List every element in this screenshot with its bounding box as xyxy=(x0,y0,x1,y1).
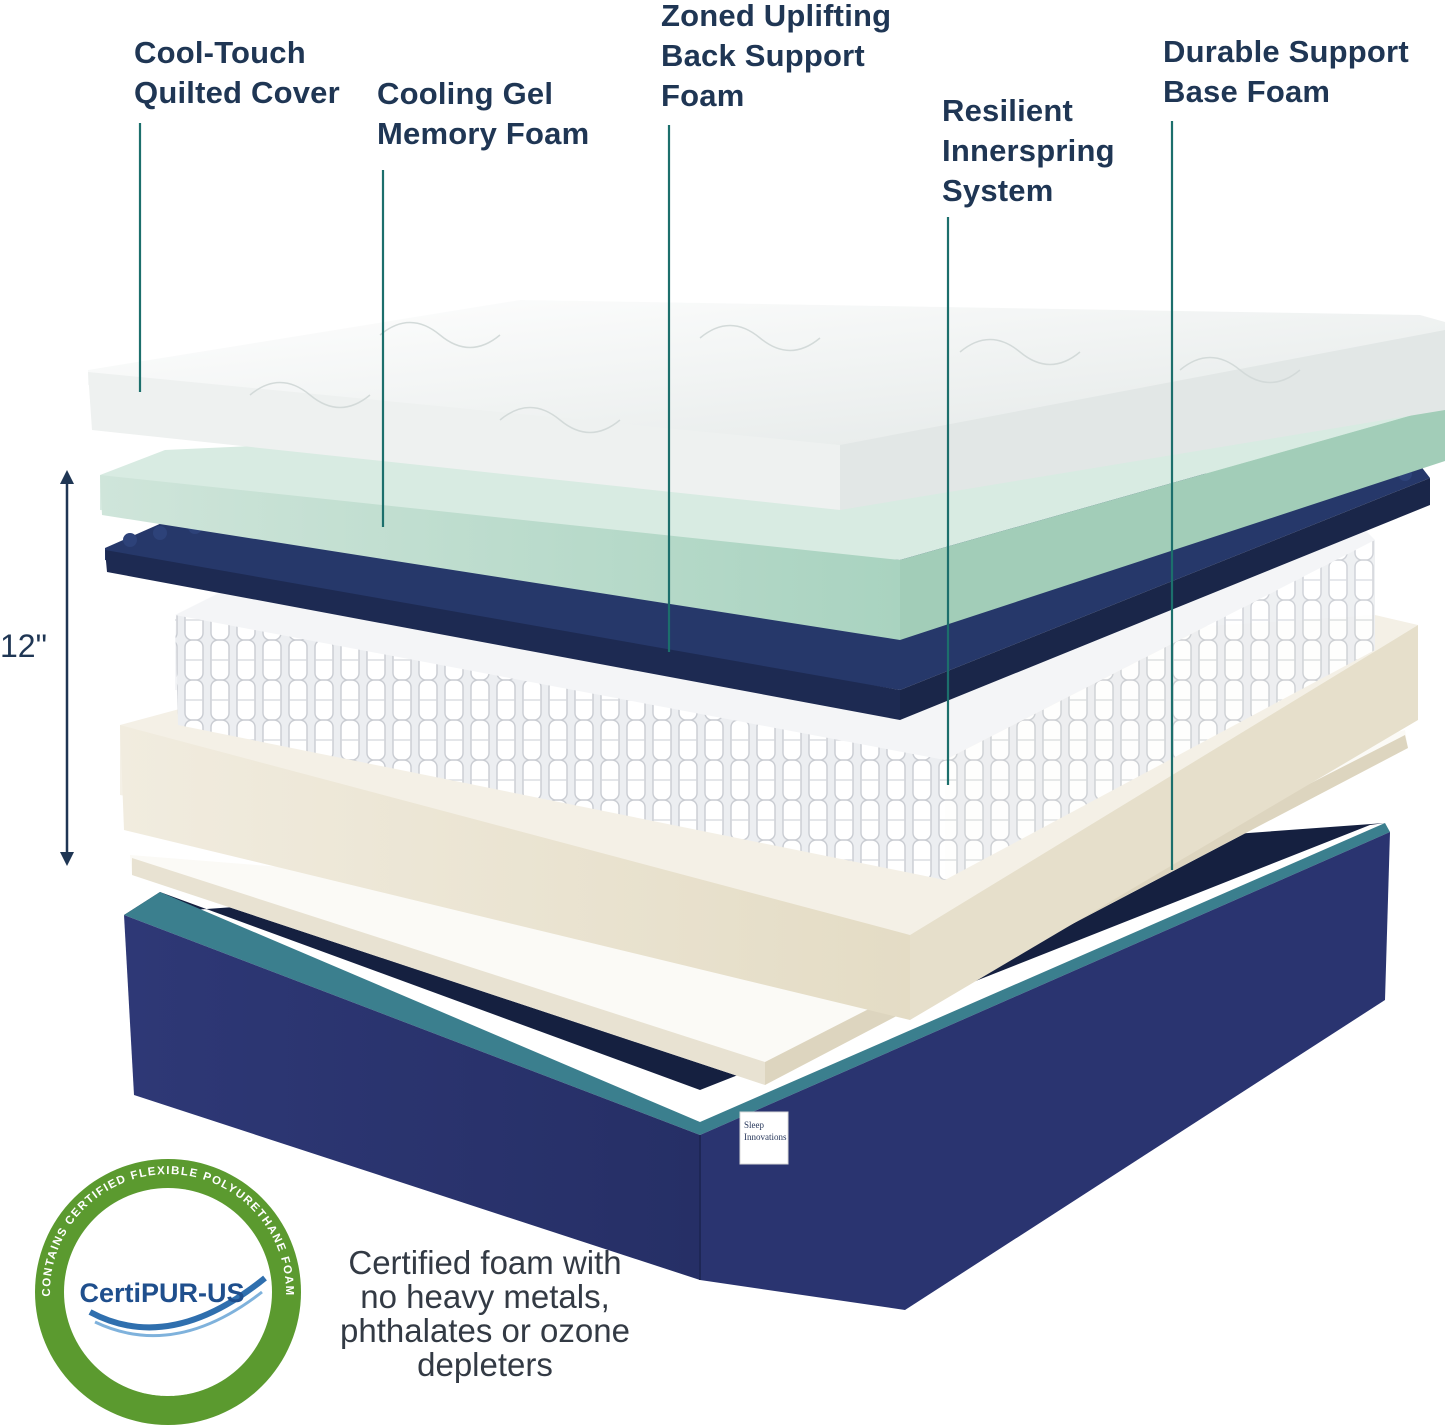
label-line: System xyxy=(942,173,1054,208)
leader-lines xyxy=(138,121,1174,870)
label-line: Zoned Uplifting xyxy=(661,0,892,33)
label-line: Resilient xyxy=(942,93,1074,128)
brand-tag-line-2: Innovations xyxy=(744,1132,787,1142)
certification-description: Certified foam with no heavy metals, pht… xyxy=(320,1246,650,1382)
brand-tag xyxy=(739,1111,789,1165)
label-resilient-innerspring-system: Resilient Innerspring System xyxy=(942,91,1115,211)
label-line: Durable Support xyxy=(1163,34,1409,69)
label-line: Quilted Cover xyxy=(134,75,340,110)
height-dimension-arrow xyxy=(60,470,74,866)
label-zoned-back-support-foam: Zoned Uplifting Back Support Foam xyxy=(661,0,891,116)
certipur-badge: CONTAINS CERTIFIED FLEXIBLE POLYURETHANE… xyxy=(35,1159,301,1425)
label-durable-support-base-foam: Durable Support Base Foam xyxy=(1163,32,1409,112)
badge-name: CertiPUR-US xyxy=(79,1278,244,1308)
quilted-cover xyxy=(88,300,1445,510)
label-cool-touch-cover: Cool-Touch Quilted Cover xyxy=(134,33,340,113)
certification-line: Certified foam with xyxy=(348,1244,622,1281)
label-line: Foam xyxy=(661,78,745,113)
certification-line: depleters xyxy=(417,1346,553,1383)
label-cooling-gel-memory-foam: Cooling Gel Memory Foam xyxy=(377,74,589,154)
brand-tag-line-1: Sleep xyxy=(744,1120,764,1130)
certification-line: phthalates or ozone xyxy=(340,1312,630,1349)
label-line: Cool-Touch xyxy=(134,35,306,70)
certification-line: no heavy metals, xyxy=(360,1278,610,1315)
label-line: Innerspring xyxy=(942,133,1115,168)
label-line: Cooling Gel xyxy=(377,76,554,111)
label-line: Memory Foam xyxy=(377,116,590,151)
label-line: Back Support xyxy=(661,38,865,73)
height-label: 12" xyxy=(0,628,47,664)
label-line: Base Foam xyxy=(1163,74,1331,109)
